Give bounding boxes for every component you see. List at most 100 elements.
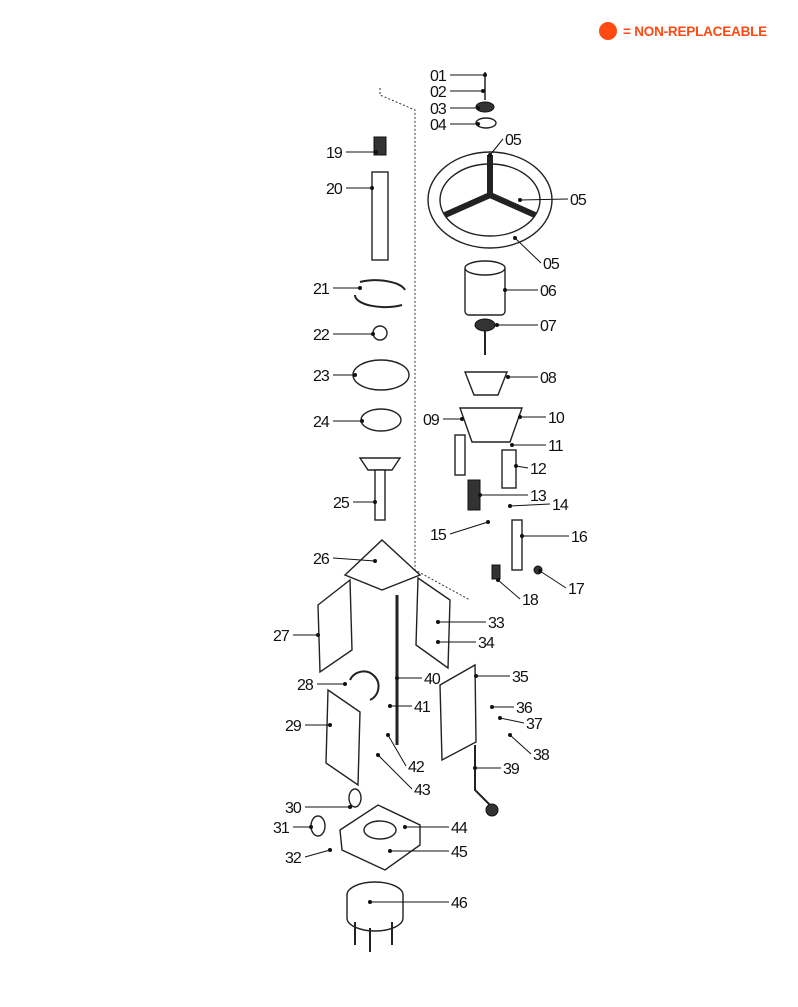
part-number-label: 16: [571, 529, 588, 546]
leader-dot: [476, 122, 480, 126]
part-number-label: 12: [530, 461, 547, 478]
leader-dot: [495, 323, 499, 327]
part-30-wheel: [348, 788, 362, 808]
part-number-label: 15: [430, 527, 447, 544]
part-23-plate: [352, 359, 410, 391]
leader-dot: [386, 733, 390, 737]
part-number-label: 35: [512, 669, 529, 686]
leader-dot: [498, 716, 502, 720]
leader-dot: [538, 569, 542, 573]
part-number-label: 28: [297, 677, 314, 694]
part-35-panel: [439, 663, 477, 762]
leader-dot: [358, 286, 362, 290]
callout-43: 43: [376, 753, 432, 799]
callout-07: 07: [495, 318, 558, 335]
callout-35: 35: [474, 669, 530, 686]
callout-06: 06: [503, 283, 558, 300]
leader-dot: [503, 288, 507, 292]
part-number-label: 33: [488, 615, 505, 632]
callout-16: 16: [520, 529, 589, 546]
leader-dot: [370, 186, 374, 190]
leader-dot: [436, 640, 440, 644]
part-number-label: 05: [505, 132, 522, 149]
part-number-label: 42: [408, 759, 425, 776]
callout-42: 42: [386, 733, 426, 776]
part-10-basket: [459, 407, 523, 443]
callout-25: 25: [333, 495, 377, 512]
part-number-label: 19: [326, 145, 343, 162]
callout-30: 30: [285, 800, 352, 817]
callout-41: 41: [388, 699, 432, 716]
part-number-label: 39: [503, 761, 520, 778]
leader-dot: [343, 682, 347, 686]
callout-08: 08: [506, 370, 558, 387]
leader-dot: [520, 534, 524, 538]
legend-label: = NON-REPLACEABLE: [623, 23, 767, 39]
part-12-bracket: [501, 449, 517, 489]
part-number-label: 26: [313, 551, 330, 568]
part-number-label: 37: [526, 716, 543, 733]
callout-34: 34: [436, 635, 496, 652]
callout-31: 31: [273, 820, 313, 837]
leader-line: [499, 717, 525, 724]
callout-26: 26: [313, 551, 377, 568]
part-number-label: 27: [273, 628, 290, 645]
leader-dot: [473, 766, 477, 770]
leader-dot: [376, 753, 380, 757]
part-number-label: 11: [548, 438, 564, 455]
part-46-side: [346, 895, 404, 932]
part-08-cup: [463, 371, 509, 396]
part-03-cap: [475, 101, 495, 113]
part-26-top-frame: [343, 539, 422, 591]
part-39-hose: [474, 745, 491, 806]
leader-dot: [490, 705, 494, 709]
part-number-label: 24: [313, 414, 330, 431]
part-number-label: 22: [313, 327, 330, 344]
part-number-label: 38: [533, 747, 550, 764]
part-05-reflector-arms: [443, 155, 537, 218]
part-22-clip: [372, 325, 388, 341]
callout-36: 36: [490, 700, 534, 717]
callout-21: 21: [313, 281, 362, 298]
part-06-top: [464, 260, 506, 276]
red-dot-icon: [599, 22, 617, 40]
callout-37: 37: [498, 716, 544, 733]
leader-dot: [316, 633, 320, 637]
leader-dot: [513, 236, 517, 240]
callout-40: 40: [395, 671, 442, 688]
leader-dot: [373, 500, 377, 504]
part-29-panel: [325, 688, 361, 787]
callout-04: 04: [430, 117, 480, 134]
callout-45: 45: [388, 844, 469, 861]
part-33-panel: [415, 576, 451, 670]
part-number-label: 07: [540, 318, 557, 335]
leader-dot: [481, 89, 485, 93]
callout-02: 02: [430, 84, 485, 101]
callout-38: 38: [508, 733, 551, 764]
leader-dot: [510, 443, 514, 447]
callout-33: 33: [436, 615, 506, 632]
leader-line: [509, 503, 551, 507]
callout-32: 32: [285, 848, 332, 867]
callout-05: 05: [488, 132, 523, 157]
callout-05: 05: [513, 236, 561, 273]
part-number-label: 43: [414, 782, 431, 799]
leader-dot: [309, 825, 313, 829]
callout-27: 27: [273, 628, 320, 645]
callout-14: 14: [508, 497, 570, 514]
part-number-label: 05: [543, 256, 560, 273]
callout-28: 28: [297, 677, 347, 694]
leader-line: [515, 465, 529, 469]
part-21-ring: [353, 279, 406, 309]
leader-dot: [514, 464, 518, 468]
part-number-label: 20: [326, 181, 343, 198]
leader-line: [387, 734, 407, 767]
callout-39: 39: [473, 761, 521, 778]
part-20-post: [371, 171, 389, 261]
part-27-panel: [317, 578, 353, 674]
part-number-label: 18: [522, 592, 539, 609]
leader-line: [449, 521, 489, 535]
callout-05: 05: [518, 192, 588, 209]
callout-29: 29: [285, 718, 332, 735]
